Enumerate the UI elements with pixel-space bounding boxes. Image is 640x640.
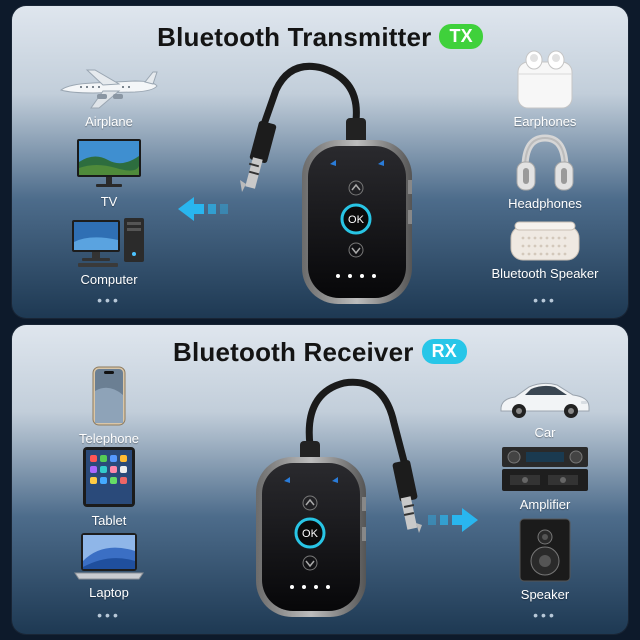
receiver-title-text: Bluetooth Receiver: [173, 337, 414, 367]
more-devices-left-tx: •••: [97, 292, 121, 308]
amplifier-icon: [502, 447, 588, 491]
ok-button-label-rx: OK: [302, 528, 319, 540]
device-amplifier: Amplifier: [480, 445, 610, 512]
more-devices-right-tx: •••: [533, 292, 557, 308]
laptop-label: Laptop: [89, 585, 129, 600]
bluetooth-speaker-icon: [510, 221, 580, 261]
telephone-icon: [92, 366, 126, 426]
headphones-label: Headphones: [508, 196, 582, 211]
car-icon: [500, 382, 590, 418]
car-label: Car: [534, 425, 556, 440]
telephone-label: Telephone: [79, 431, 139, 446]
tablet-icon: [83, 447, 135, 507]
more-devices-left-rx: •••: [97, 607, 121, 623]
device-tv: TV: [44, 138, 174, 209]
computer-label: Computer: [80, 272, 138, 287]
transmitter-panel: Bluetooth Transmitter TX Airplane TV: [12, 6, 628, 318]
airplane-icon: [59, 69, 158, 109]
receiver-title: Bluetooth Receiver RX: [12, 337, 628, 368]
airplane-label: Airplane: [85, 114, 133, 129]
device-bluetooth-speaker: Bluetooth Speaker: [480, 220, 610, 281]
more-devices-right-rx: •••: [533, 607, 557, 623]
device-earphones: Earphones: [480, 48, 610, 129]
speaker-icon: [519, 518, 571, 582]
bluetooth-speaker-label: Bluetooth Speaker: [491, 266, 599, 281]
device-laptop: Laptop: [44, 531, 174, 600]
receiver-device: OK: [256, 378, 422, 617]
transmitter-title: Bluetooth Transmitter TX: [12, 22, 628, 53]
speaker-label: Speaker: [520, 587, 570, 602]
ok-button-label-tx: OK: [348, 214, 365, 226]
device-telephone: Telephone: [44, 365, 174, 446]
receiver-panel: Bluetooth Receiver RX Telephone: [12, 325, 628, 634]
earphones-label: Earphones: [513, 114, 577, 129]
device-airplane: Airplane: [44, 68, 174, 129]
device-car: Car: [480, 377, 610, 440]
laptop-icon: [74, 533, 144, 580]
tv-icon: [77, 139, 141, 187]
arrow-right-icon: [428, 508, 478, 532]
arrow-left-icon: [178, 197, 228, 221]
tv-label: TV: [100, 194, 118, 209]
amplifier-label: Amplifier: [519, 497, 571, 512]
tx-badge: TX: [439, 24, 483, 49]
tablet-label: Tablet: [91, 513, 127, 528]
device-headphones: Headphones: [480, 134, 610, 211]
earphones-icon: [517, 50, 573, 109]
transmitter-device: OK: [240, 62, 412, 304]
device-speaker: Speaker: [480, 517, 610, 602]
computer-icon: [72, 218, 144, 267]
transmitter-title-text: Bluetooth Transmitter: [157, 22, 432, 52]
headphones-icon: [516, 134, 574, 191]
device-tablet: Tablet: [44, 445, 174, 528]
audio-plug-icon: [240, 121, 277, 192]
device-computer: Computer: [44, 216, 174, 287]
rx-badge: RX: [421, 339, 467, 364]
